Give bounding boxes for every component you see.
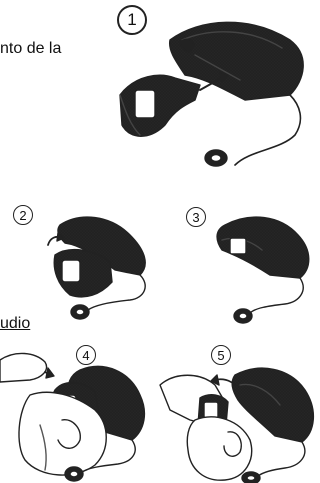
step-5-number: 5 [211,345,231,365]
step-4-number: 4 [76,345,96,365]
step-3-illustration [217,217,309,323]
step-3-number: 3 [186,207,206,227]
step-4-illustration [0,353,144,481]
step-2-illustration [48,217,145,319]
step-5-illustration [160,368,313,483]
step-1-number: 1 [117,5,147,35]
step-2-number: 2 [13,205,33,225]
step-1-illustration [120,22,303,166]
